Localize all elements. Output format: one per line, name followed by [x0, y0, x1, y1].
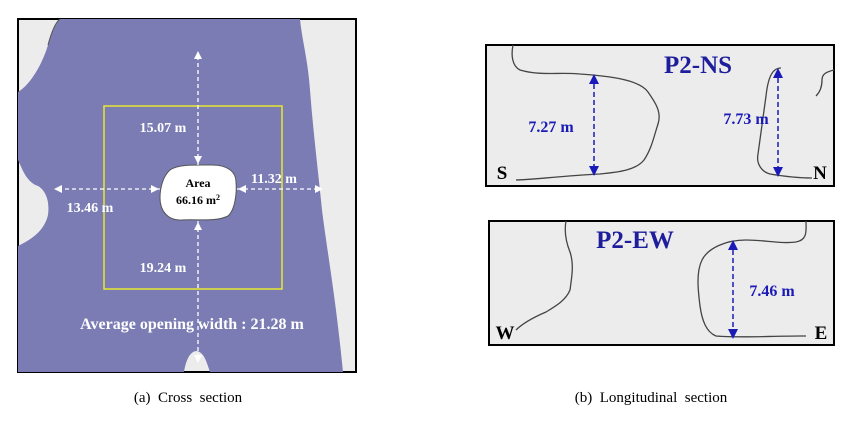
ns-right-profile — [815, 69, 835, 97]
dim-label-top: 15.07 m — [140, 121, 187, 136]
ew-right-profile — [697, 220, 807, 338]
average-opening-width-label: Average opening width : 21.28 m — [80, 316, 304, 333]
longitudinal-ew-panel: P2-EW 7.46 m W E — [488, 220, 835, 346]
caption-cross-section: (a) Cross section — [134, 390, 243, 406]
ns-left-direction: S — [497, 163, 508, 184]
ns-right-direction: N — [813, 163, 827, 184]
dim-label-bottom: 19.24 m — [140, 261, 187, 276]
ew-left-profile — [515, 220, 573, 331]
area-label: Area — [185, 176, 210, 190]
dim-label-left: 13.46 m — [67, 201, 114, 216]
area-value: 66.16 m2 — [176, 193, 220, 207]
ns-left-profile — [511, 44, 660, 181]
cross-section-panel: 15.07 m 11.32 m 13.46 m 19.24 m Area 66.… — [17, 18, 357, 373]
ns-dim-left-label: 7.27 m — [528, 119, 574, 136]
ew-right-direction: E — [815, 323, 828, 344]
longitudinal-ns-panel: P2-NS 7.27 m 7.73 m S N — [485, 44, 835, 187]
ew-title: P2-EW — [596, 227, 674, 254]
cavity-area-shape — [159, 164, 237, 221]
caption-longitudinal-section: (b) Longitudinal section — [575, 390, 728, 406]
ns-title: P2-NS — [664, 52, 732, 79]
ns-dim-right-label: 7.73 m — [723, 111, 769, 128]
dim-label-right: 11.32 m — [251, 172, 297, 187]
averaging-box — [103, 105, 283, 290]
ew-dim-label: 7.46 m — [749, 283, 795, 300]
ew-left-direction: W — [496, 323, 515, 344]
